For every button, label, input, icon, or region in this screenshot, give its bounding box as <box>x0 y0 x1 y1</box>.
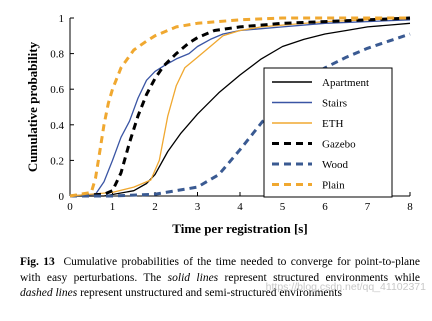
legend-box <box>263 67 393 198</box>
caption-text-2: represent structured environments while <box>218 271 420 284</box>
x-axis-title: Time per registration [s] <box>172 221 307 236</box>
legend-label-plain: Plain <box>322 180 345 192</box>
legend-label-gazebo: Gazebo <box>322 139 356 151</box>
y-tick-label: 0.2 <box>50 155 64 167</box>
chart-series <box>69 16 411 198</box>
x-tick-label: 1 <box>110 201 116 213</box>
figure-caption: Fig. 13 Cumulative probabilities of the … <box>20 255 420 302</box>
x-tick-label: 6 <box>322 201 328 213</box>
caption-label: Fig. 13 <box>20 256 55 268</box>
x-tick-label: 3 <box>195 201 201 213</box>
x-tick-label: 8 <box>407 201 413 213</box>
legend-label-wood: Wood <box>322 159 349 171</box>
series-line-plain <box>69 16 410 198</box>
legend-label-stairs: Stairs <box>322 98 347 110</box>
caption-solid-lines: solid lines <box>167 271 219 284</box>
caption-text-3: represent unstructured and semi-structur… <box>77 287 342 299</box>
series-line-stairs <box>69 19 411 197</box>
legend-label-apartment: Apartment <box>322 77 369 89</box>
x-tick-label: 4 <box>237 201 243 213</box>
y-tick-label: 1 <box>59 13 65 25</box>
x-tick-label: 7 <box>365 201 371 213</box>
caption-text-1: Cumulative probabilities of the time nee… <box>20 256 421 284</box>
y-tick-label: 0.4 <box>50 120 64 132</box>
y-tick-label: 0.8 <box>50 49 64 61</box>
watermark: https://blog.csdn.net/qq_41102371 <box>265 281 426 293</box>
x-tick-label: 5 <box>280 201 286 213</box>
legend-label-eth: ETH <box>322 118 343 130</box>
x-tick-label: 2 <box>152 201 158 213</box>
y-axis-title: Cumulative probability <box>25 41 40 172</box>
series-line-gazebo <box>69 16 411 198</box>
x-tick-label: 0 <box>67 201 73 213</box>
series-line-apartment <box>70 22 411 197</box>
y-tick-label: 0.6 <box>50 84 64 96</box>
caption-dashed-lines: dashed lines <box>20 287 78 299</box>
y-tick-label: 0 <box>59 191 65 203</box>
